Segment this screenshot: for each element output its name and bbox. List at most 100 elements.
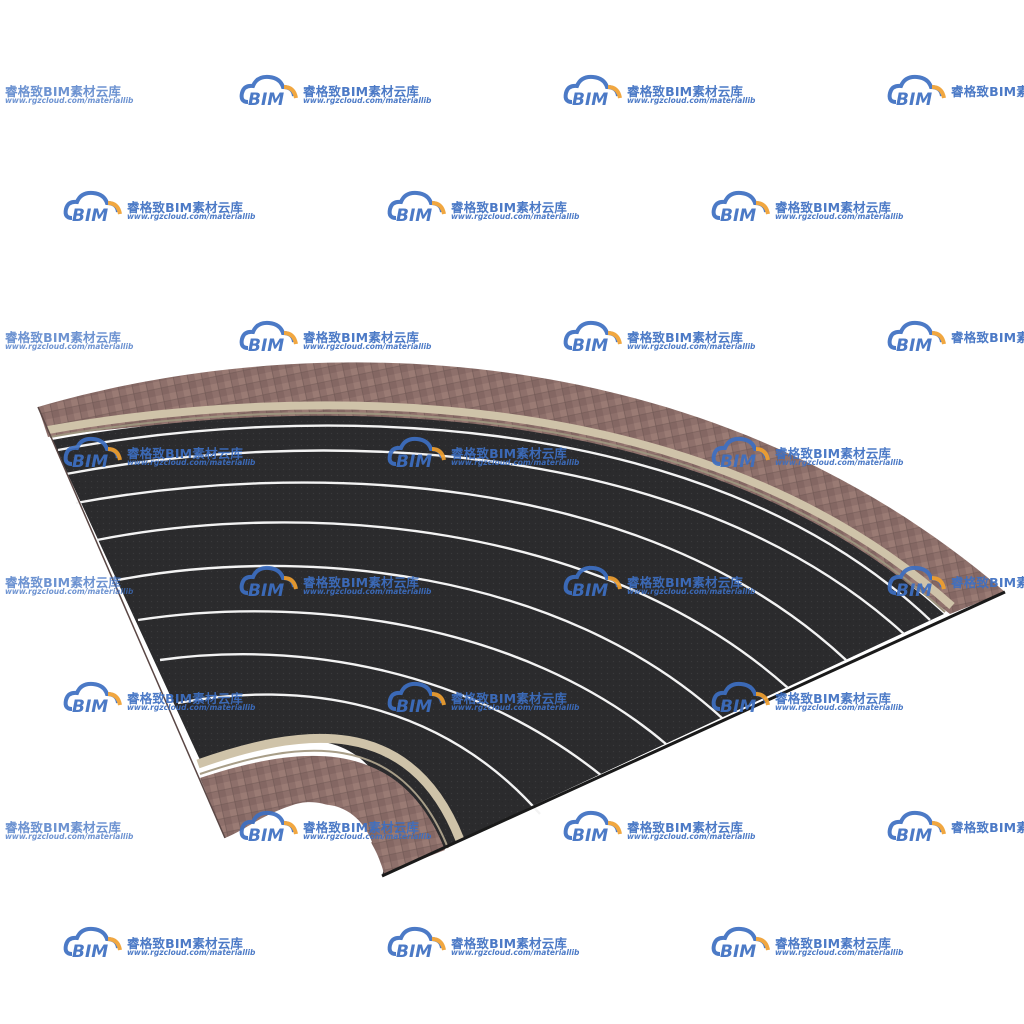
- bim-cloud-icon: BIM: [62, 679, 124, 717]
- bim-cloud-icon: BIM: [386, 188, 448, 226]
- lane-line: [57, 424, 931, 621]
- bim-cloud-icon: BIM: [562, 318, 624, 356]
- watermark: BIM 睿格致BIM素材云库 www.rgzcloud.com/material…: [562, 808, 756, 848]
- outer-curb: [47, 401, 955, 609]
- watermark: BIM 睿格致BIM素材云库 www.rgzcloud.com/material…: [0, 318, 133, 358]
- bim-cloud-icon: BIM: [710, 188, 772, 226]
- svg-text:BIM: BIM: [72, 206, 108, 226]
- bim-cloud-icon: BIM: [238, 318, 300, 356]
- watermark-url: www.rgzcloud.com/materiallib: [303, 96, 432, 105]
- watermark-brand: 睿格致BIM素材云库: [775, 446, 892, 461]
- watermark-url: www.rgzcloud.com/materiallib: [303, 342, 432, 351]
- watermark-url: www.rgzcloud.com/materiallib: [5, 832, 134, 841]
- watermark-url: www.rgzcloud.com/materiallib: [127, 458, 256, 467]
- svg-text:BIM: BIM: [396, 206, 432, 226]
- lane-line: [177, 693, 541, 815]
- watermark: BIM 睿格致BIM素材云库: [886, 563, 1024, 603]
- watermark-url: www.rgzcloud.com/materiallib: [627, 342, 756, 351]
- svg-text:BIM: BIM: [72, 697, 108, 717]
- watermark-url: www.rgzcloud.com/materiallib: [775, 948, 904, 957]
- watermark-brand: 睿格致BIM素材云库: [627, 575, 744, 590]
- svg-text:BIM: BIM: [572, 90, 608, 110]
- watermark-brand: 睿格致BIM素材云库: [5, 575, 122, 590]
- watermark: BIM 睿格致BIM素材云库 www.rgzcloud.com/material…: [238, 563, 431, 603]
- watermark: BIM 睿格致BIM素材云库 www.rgzcloud.com/material…: [710, 188, 903, 228]
- watermark-brand: 睿格致BIM素材云库: [775, 691, 892, 706]
- watermark-url: www.rgzcloud.com/materiallib: [627, 587, 756, 596]
- watermark-url: www.rgzcloud.com/materiallib: [303, 832, 432, 841]
- watermark-url: www.rgzcloud.com/materiallib: [451, 703, 580, 712]
- svg-text:BIM: BIM: [720, 452, 756, 472]
- lane-line: [65, 449, 905, 635]
- watermark: BIM 睿格致BIM素材云库 www.rgzcloud.com/material…: [0, 808, 134, 848]
- watermark: BIM 睿格致BIM素材云库 www.rgzcloud.com/material…: [710, 434, 904, 474]
- watermark-url: www.rgzcloud.com/materiallib: [5, 587, 134, 596]
- watermark: BIM 睿格致BIM素材云库 www.rgzcloud.com/material…: [386, 188, 580, 228]
- watermark-url: www.rgzcloud.com/materiallib: [127, 212, 256, 221]
- watermark-url: www.rgzcloud.com/materiallib: [627, 832, 756, 841]
- watermark-brand: 睿格致BIM素材云库: [451, 691, 568, 706]
- watermark-brand: 睿格致BIM素材云库: [951, 84, 1024, 99]
- watermark-brand: 睿格致BIM素材云库: [951, 820, 1024, 835]
- svg-text:BIM: BIM: [396, 452, 432, 472]
- svg-text:BIM: BIM: [248, 581, 284, 601]
- watermark: BIM 睿格致BIM素材云库 www.rgzcloud.com/material…: [238, 72, 432, 112]
- svg-text:BIM: BIM: [720, 942, 756, 962]
- svg-text:BIM: BIM: [72, 452, 108, 472]
- watermark-url: www.rgzcloud.com/materiallib: [451, 458, 580, 467]
- watermark: BIM 睿格致BIM素材云库 www.rgzcloud.com/material…: [562, 318, 756, 358]
- watermark: BIM 睿格致BIM素材云库 www.rgzcloud.com/material…: [238, 318, 432, 358]
- bim-cloud-icon: BIM: [386, 434, 448, 472]
- svg-text:BIM: BIM: [248, 90, 284, 110]
- watermark-brand: 睿格致BIM素材云库: [775, 936, 892, 951]
- svg-text:BIM: BIM: [396, 942, 432, 962]
- watermark-brand: 睿格致BIM素材云库: [127, 691, 244, 706]
- watermark-brand: 睿格致BIM素材云库: [127, 446, 244, 461]
- watermark-url: www.rgzcloud.com/materiallib: [451, 948, 580, 957]
- watermark-brand: 睿格致BIM素材云库: [627, 820, 744, 835]
- watermark: BIM 睿格致BIM素材云库 www.rgzcloud.com/material…: [710, 679, 903, 719]
- bim-cloud-icon: BIM: [886, 318, 948, 356]
- watermark-brand: 睿格致BIM素材云库: [303, 330, 420, 345]
- watermark: BIM 睿格致BIM素材云库 www.rgzcloud.com/material…: [386, 924, 580, 964]
- bim-cloud-icon: BIM: [0, 72, 2, 110]
- lane-line: [159, 653, 603, 777]
- bim-cloud-icon: BIM: [62, 434, 124, 472]
- road-surface: [52, 415, 944, 876]
- watermark-url: www.rgzcloud.com/materiallib: [775, 458, 904, 467]
- watermark-brand: 睿格致BIM素材云库: [303, 575, 420, 590]
- bim-cloud-icon: BIM: [238, 72, 300, 110]
- svg-text:BIM: BIM: [572, 336, 608, 356]
- bim-cloud-icon: BIM: [0, 808, 2, 846]
- watermark: BIM 睿格致BIM素材云库 www.rgzcloud.com/material…: [562, 72, 756, 112]
- svg-text:BIM: BIM: [896, 336, 932, 356]
- bim-cloud-icon: BIM: [710, 434, 772, 472]
- bim-cloud-icon: BIM: [62, 924, 124, 962]
- svg-text:BIM: BIM: [248, 336, 284, 356]
- watermark-url: www.rgzcloud.com/materiallib: [627, 96, 756, 105]
- watermark: BIM 睿格致BIM素材云库 www.rgzcloud.com/material…: [0, 563, 134, 603]
- lane-line: [96, 521, 789, 689]
- watermark: BIM 睿格致BIM素材云库 www.rgzcloud.com/material…: [62, 188, 256, 228]
- watermark-brand: 睿格致BIM素材云库: [127, 200, 244, 215]
- bim-cloud-icon: BIM: [386, 679, 448, 717]
- bim-cloud-icon: BIM: [710, 924, 772, 962]
- watermark-brand: 睿格致BIM素材云库: [627, 84, 744, 99]
- watermark-brand: 睿格致BIM素材云库: [451, 200, 568, 215]
- watermark-brand: 睿格致BIM素材云库: [775, 200, 892, 215]
- bim-cloud-icon: BIM: [710, 679, 772, 717]
- inner-curb: [196, 733, 465, 842]
- lane-line: [117, 564, 723, 719]
- bim-cloud-icon: BIM: [386, 924, 448, 962]
- watermark: BIM 睿格致BIM素材云库: [886, 808, 1024, 848]
- watermark-brand: 睿格致BIM素材云库: [5, 820, 122, 835]
- svg-text:BIM: BIM: [896, 826, 932, 846]
- svg-text:BIM: BIM: [896, 581, 932, 601]
- watermark-url: www.rgzcloud.com/materiallib: [451, 212, 580, 221]
- inner-sidewalk: [200, 755, 445, 874]
- watermark: BIM 睿格致BIM素材云库: [886, 72, 1024, 112]
- bim-cloud-icon: BIM: [0, 563, 2, 601]
- bim-cloud-icon: BIM: [238, 808, 300, 846]
- watermark-brand: 睿格致BIM素材云库: [5, 330, 122, 345]
